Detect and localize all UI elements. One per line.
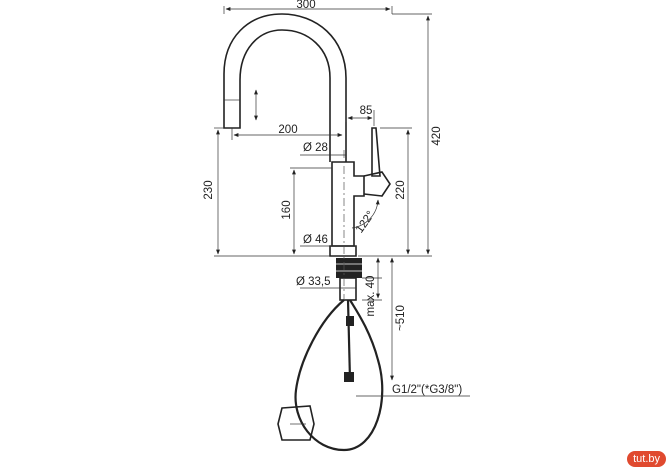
dim-handle-offset: 85 — [360, 105, 373, 117]
dim-max-depth: max. 40 — [365, 276, 377, 317]
dim-hose-length: ~510 — [395, 305, 407, 331]
site-watermark: tut.by — [627, 451, 666, 467]
dimension-lines — [214, 6, 470, 397]
dim-connection: G1/2"(*G3/8") — [392, 384, 462, 396]
dimension-labels: 300 200 85 Ø 28 Ø 46 Ø 33,5 420 220 230 … — [203, 0, 462, 396]
dim-width-total: 300 — [296, 0, 315, 11]
dim-reach: 200 — [278, 124, 297, 136]
dim-diameter-top: Ø 28 — [303, 142, 328, 154]
dim-diameter-base: Ø 46 — [303, 234, 328, 246]
dim-angle: 122° — [354, 209, 377, 235]
dim-height-handle: 220 — [395, 180, 407, 199]
dim-height-spout: 230 — [203, 180, 215, 199]
pullout-hose — [277, 299, 384, 452]
dim-body-height: 160 — [281, 200, 293, 219]
dim-diameter-thread: Ø 33,5 — [296, 276, 331, 288]
dim-height-total: 420 — [431, 126, 443, 145]
faucet-outline — [223, 13, 391, 301]
